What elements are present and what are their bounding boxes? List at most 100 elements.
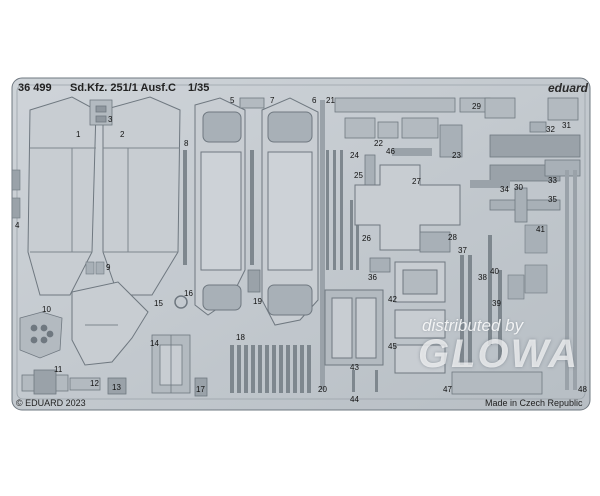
plate-part-13 [107, 377, 127, 395]
part-label-14: 14 [150, 339, 159, 348]
hinge-part-12 [69, 377, 101, 391]
part-label-18: 18 [236, 333, 245, 342]
bracket-part-22 [344, 117, 439, 139]
plate-part-25 [364, 154, 376, 186]
hood-part-6 [261, 97, 319, 326]
part-label-4: 4 [15, 221, 20, 230]
copyright-text: © EDUARD 2023 [16, 398, 86, 408]
part-label-27: 27 [412, 177, 421, 186]
part-label-36: 36 [368, 273, 377, 282]
part-label-47: 47 [443, 385, 452, 394]
bracket-part-7 [239, 97, 265, 109]
part-label-38: 38 [478, 273, 487, 282]
panel-part-1 [27, 96, 97, 296]
part-label-5: 5 [230, 96, 235, 105]
part-label-46: 46 [386, 147, 395, 156]
part-label-44: 44 [350, 395, 359, 404]
link-strip-part-8 [183, 150, 254, 265]
plate-part-23 [439, 124, 463, 158]
rail-part-48 [565, 170, 577, 390]
box-part-45 [394, 309, 446, 374]
plate-part-10 [19, 311, 63, 359]
part-label-16: 16 [184, 289, 193, 298]
bracket-part-3 [89, 99, 113, 126]
part-label-41: 41 [536, 225, 545, 234]
part-label-26: 26 [362, 234, 371, 243]
part-label-42: 42 [388, 295, 397, 304]
sheet-scale: 1/35 [188, 82, 210, 94]
part-label-8: 8 [184, 139, 189, 148]
part-label-6: 6 [312, 96, 317, 105]
part-label-17: 17 [196, 385, 205, 394]
part-label-35: 35 [548, 195, 557, 204]
sheet-title: Sd.Kfz. 251/1 Ausf.C [70, 82, 176, 94]
bar-part-21 [334, 97, 491, 113]
origin-text: Made in Czech Republic [485, 398, 583, 408]
watermark-glowa: GLOWA [418, 332, 580, 376]
part-label-30: 30 [514, 183, 523, 192]
ring-part-16 [174, 295, 188, 309]
part-label-34: 34 [500, 185, 509, 194]
rail-part-20 [320, 100, 325, 390]
part-label-13: 13 [112, 383, 121, 392]
part-label-31: 31 [562, 121, 571, 130]
plate-part-29 [484, 97, 516, 119]
part-label-48: 48 [578, 385, 587, 394]
part-label-11: 11 [54, 365, 63, 374]
part-label-12: 12 [90, 379, 99, 388]
strip-part-34 [470, 180, 510, 188]
part-label-40: 40 [490, 267, 499, 276]
grille-part-18 [230, 345, 311, 393]
plate-part-47 [451, 371, 543, 395]
part-label-45: 45 [388, 342, 397, 351]
part-label-3: 3 [108, 115, 113, 124]
plate-part-17 [194, 377, 208, 397]
hook-part-41 [524, 224, 548, 294]
part-label-23: 23 [452, 151, 461, 160]
part-label-39: 39 [492, 299, 501, 308]
brand-logo: eduard [548, 81, 589, 95]
watermark-distributed: distributed by [422, 316, 524, 335]
bracket-part-40 [507, 274, 525, 300]
part-label-29: 29 [472, 102, 481, 111]
box-part-42 [394, 261, 446, 303]
sheet-code: 36 499 [18, 82, 52, 94]
bracket-part-28 [419, 231, 451, 253]
rod-part-39 [498, 270, 502, 360]
frame-part-43 [324, 289, 384, 366]
plate-part-19 [247, 269, 261, 293]
plate-part-36 [369, 257, 391, 273]
part-label-20: 20 [318, 385, 327, 394]
part-label-7: 7 [270, 96, 275, 105]
hinge-part-11 [21, 369, 69, 395]
strip-part-24 [326, 150, 343, 270]
rod-part-37 [460, 255, 472, 365]
panel-part-15 [71, 281, 149, 366]
part-label-43: 43 [350, 363, 359, 372]
part-label-2: 2 [120, 130, 125, 139]
strip-part-4 [11, 169, 21, 219]
plate-part-32 [529, 121, 547, 133]
strip-part-46 [392, 148, 432, 156]
plate-part-33 [544, 159, 581, 177]
tab-part-9 [85, 261, 105, 275]
part-label-25: 25 [354, 171, 363, 180]
strip-part-44 [352, 370, 378, 392]
frame-part-14 [151, 334, 191, 394]
part-label-10: 10 [42, 305, 51, 314]
part-label-28: 28 [448, 233, 457, 242]
part-label-32: 32 [546, 125, 555, 134]
part-label-9: 9 [106, 263, 111, 272]
part-label-37: 37 [458, 246, 467, 255]
strip-part-26 [350, 200, 359, 270]
part-label-33: 33 [548, 176, 557, 185]
bracket-part-31 [547, 97, 579, 121]
cross-part-35 [489, 187, 561, 223]
part-label-24: 24 [350, 151, 359, 160]
rod-part-38 [488, 235, 492, 345]
part-label-21: 21 [326, 96, 335, 105]
hood-part-5 [194, 97, 246, 316]
part-label-1: 1 [76, 130, 81, 139]
part-label-15: 15 [154, 299, 163, 308]
